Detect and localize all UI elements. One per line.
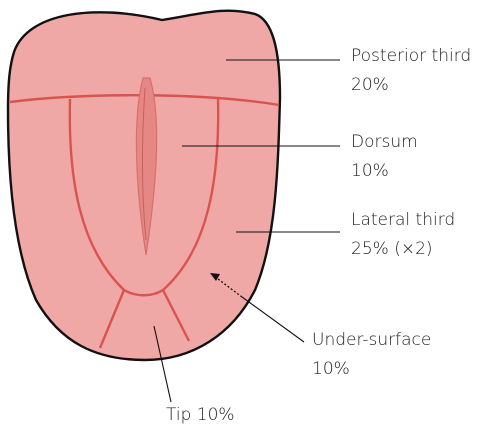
- label-dorsum-name: Dorsum: [351, 132, 418, 152]
- label-dorsum-value: 10%: [351, 161, 389, 181]
- label-lateral-name: Lateral third: [351, 210, 455, 230]
- leader-under: [242, 297, 304, 342]
- label-under-value: 10%: [312, 359, 350, 379]
- label-posterior-value: 20%: [351, 75, 389, 95]
- label-tip: Tip 10%: [166, 405, 235, 425]
- label-lateral-value: 25% (×2): [351, 239, 433, 259]
- label-posterior-name: Posterior third: [351, 46, 471, 66]
- label-under-name: Under-surface: [312, 330, 431, 350]
